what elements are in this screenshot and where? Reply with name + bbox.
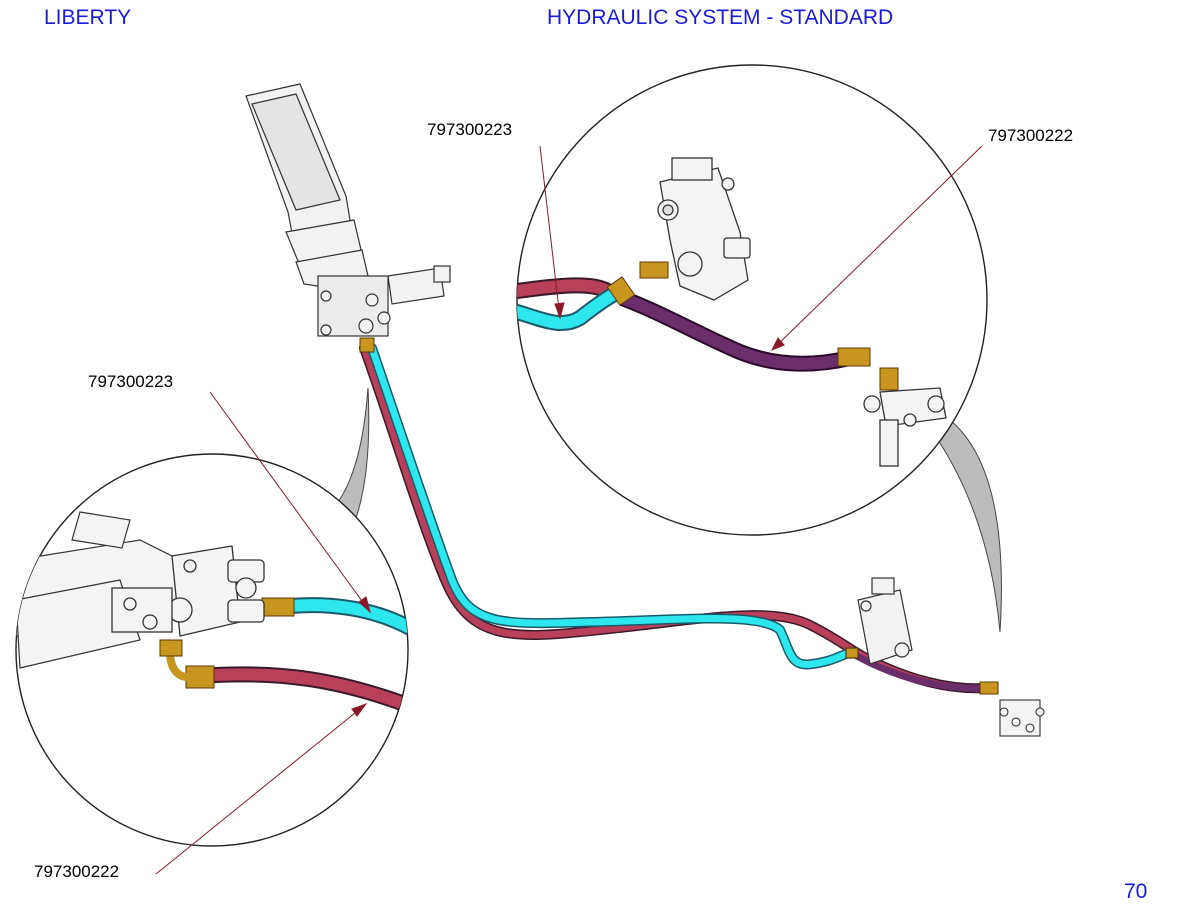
brake-valve — [845, 577, 913, 665]
zoom-pointer-top — [937, 419, 1002, 633]
fitting-brass — [359, 337, 375, 353]
brake-valve-detail — [657, 157, 751, 301]
pedal-assembly — [245, 83, 451, 337]
callout-label-left-cyan: 797300223 — [88, 372, 174, 391]
page-number: 70 — [1124, 880, 1148, 903]
callout-label-left-red: 797300222 — [34, 862, 120, 881]
tee-block-detail — [863, 387, 947, 467]
leader-lines — [155, 145, 983, 875]
callout-label-top-red: 797300222 — [988, 126, 1074, 145]
callout-label-top-cyan: 797300223 — [427, 120, 513, 139]
detail-circle-top — [516, 64, 988, 536]
zoom-pointer-left — [335, 387, 370, 519]
valve-block-detail — [111, 545, 265, 637]
tee-block — [999, 699, 1045, 737]
brand-label: LIBERTY — [44, 6, 132, 29]
page-title: HYDRAULIC SYSTEM - STANDARD — [547, 6, 894, 29]
fitting-brass — [979, 681, 999, 695]
